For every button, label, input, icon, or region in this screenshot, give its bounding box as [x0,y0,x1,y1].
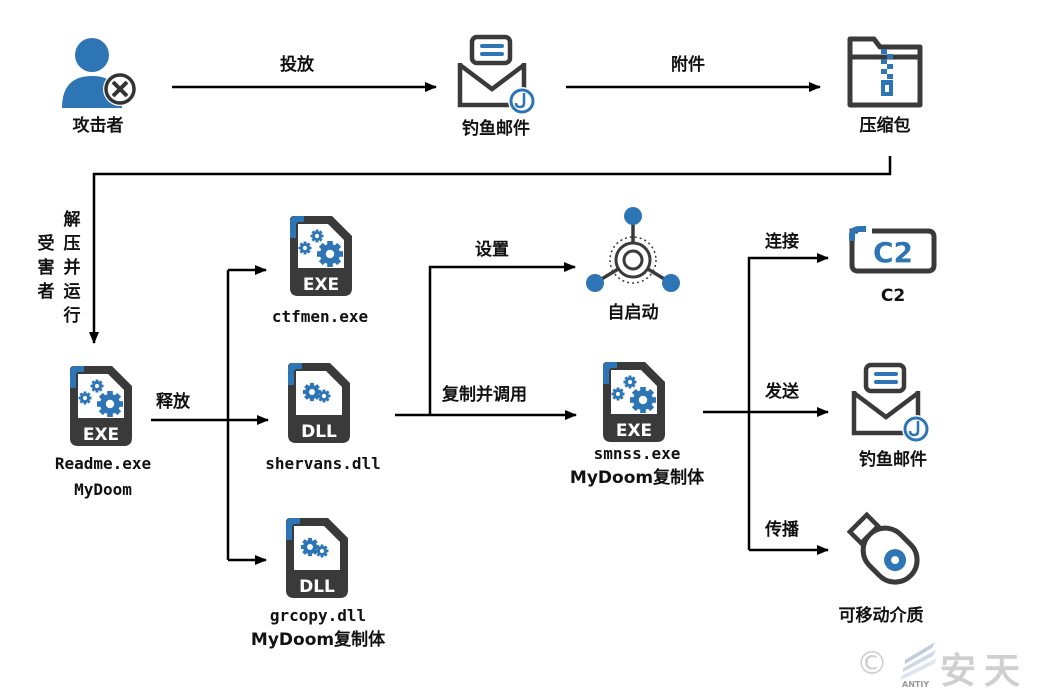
removable-media-icon [846,511,920,585]
phishing-email-icon [457,34,536,115]
c2-server-icon: C2 [849,226,937,274]
node-phishing-email-label: 钓鱼邮件 [462,119,530,139]
readme-exe-icon: EXE [70,366,132,446]
node-c2-label: C2 [880,286,906,306]
node-readme-name: Readme.exe [54,454,152,473]
watermark-brand-cn: 安天 [940,651,1029,692]
edge-label-extract-run: 解压并运行 [63,210,81,326]
node-grcopy-name: grcopy.dll [269,606,367,625]
edge-set [428,262,576,415]
dll-badge-text: DLL [301,422,337,442]
node-phishing-email-2-label: 钓鱼邮件 [859,450,927,470]
node-attacker-label: 攻击者 [72,116,124,136]
node-ctfmen-label: ctfmen.exe [271,307,369,326]
phishing-email-icon-2 [851,362,930,443]
watermark-brand-en: ANTIY [902,680,930,689]
autostart-icon [586,207,680,292]
node-shervans-label: shervans.dll [265,454,381,473]
smnss-exe-icon: EXE [603,362,665,442]
ctfmen-exe-icon: EXE [290,216,352,296]
node-removable-media-label: 可移动介质 [838,606,924,626]
attacker-icon [62,38,137,108]
c2-badge-text: C2 [873,236,913,269]
edge-label-release: 释放 [156,392,190,412]
edge-label-spread: 传播 [765,520,799,540]
edge-label-deliver: 投放 [280,55,314,75]
node-smnss-desc: MyDoom复制体 [569,468,705,488]
node-autostart-label: 自启动 [607,303,659,323]
edge-label-connect: 连接 [765,232,799,252]
node-smnss-name: smnss.exe [593,444,681,463]
node-archive-label: 压缩包 [859,116,911,136]
edge-label-set: 设置 [475,240,509,260]
dll-badge-text: DLL [299,577,335,597]
edge-label-copy-invoke: 复制并调用 [442,385,527,405]
exe-badge-text: EXE [83,425,119,445]
watermark-copyright: © [856,644,888,682]
shervans-dll-icon: DLL [288,363,350,443]
exe-badge-text: EXE [616,421,652,441]
antiy-logo-icon [901,642,937,680]
grcopy-dll-icon: DLL [286,518,348,598]
archive-icon [847,36,923,108]
exe-badge-text: EXE [303,275,339,295]
edge-label-victim: 受害者 [37,234,55,302]
edge-connect [747,253,829,550]
node-readme-family: MyDoom [74,480,132,499]
edge-label-attach: 附件 [671,55,705,75]
node-grcopy-desc: MyDoom复制体 [250,630,386,650]
edge-extract-run [89,156,892,344]
edge-label-send: 发送 [765,382,799,402]
